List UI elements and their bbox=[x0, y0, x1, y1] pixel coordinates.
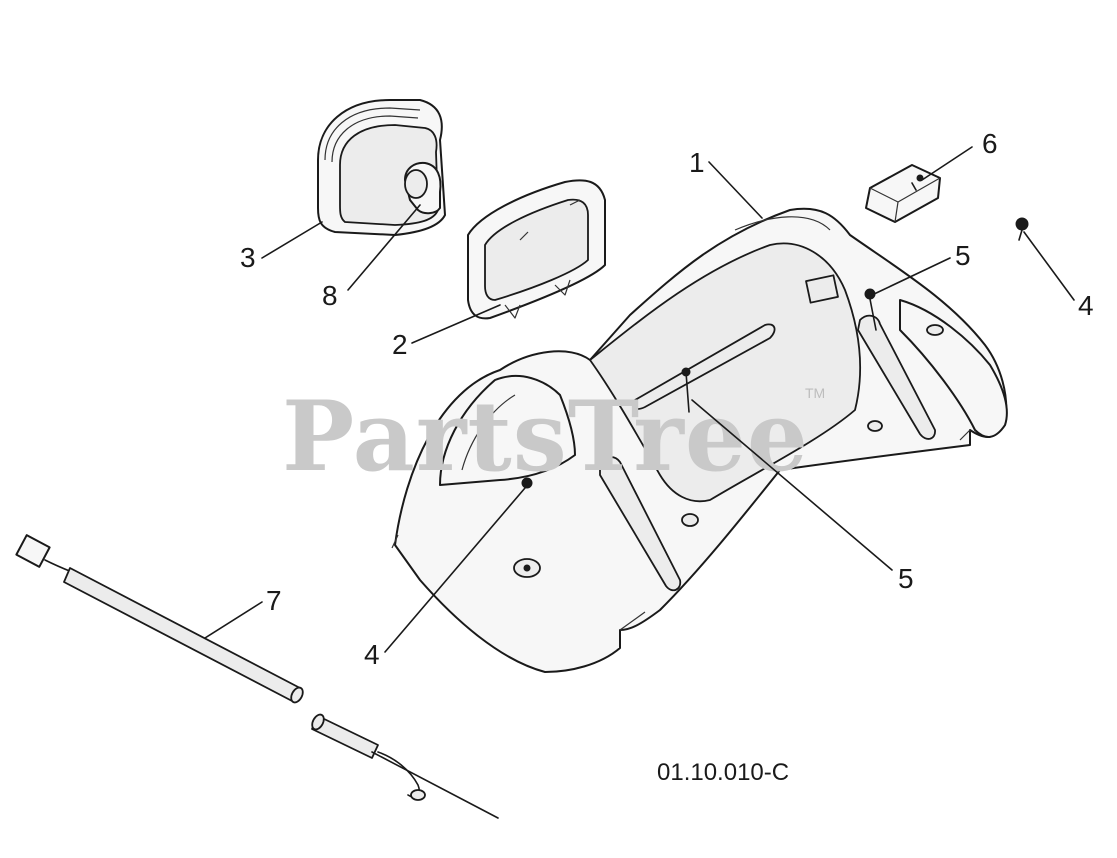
part-bulb[interactable] bbox=[404, 161, 442, 215]
callouts: 1 2 3 4 4 5 5 6 7 8 bbox=[240, 128, 1094, 670]
leader-lines bbox=[204, 146, 1075, 653]
callout-7: 7 bbox=[266, 585, 282, 616]
callout-1: 1 bbox=[689, 147, 705, 178]
callout-3: 3 bbox=[240, 242, 256, 273]
part-harness[interactable] bbox=[15, 534, 499, 819]
figure-code: 01.10.010-C bbox=[657, 759, 789, 786]
part-hood[interactable] bbox=[391, 207, 1008, 673]
callout-4a: 4 bbox=[364, 639, 380, 670]
callout-8: 8 bbox=[322, 280, 338, 311]
callout-5a: 5 bbox=[955, 240, 971, 271]
part-screw-pod[interactable] bbox=[521, 477, 533, 489]
leader-4b bbox=[1023, 231, 1075, 301]
leader-1 bbox=[708, 161, 763, 219]
leader-8 bbox=[347, 204, 421, 291]
leader-3 bbox=[261, 221, 323, 259]
leader-4a bbox=[384, 487, 526, 653]
leader-5b bbox=[691, 399, 893, 571]
callout-5b: 5 bbox=[898, 563, 914, 594]
callout-4b: 4 bbox=[1078, 290, 1094, 321]
part-bezel[interactable] bbox=[467, 179, 606, 320]
leader-6 bbox=[921, 146, 973, 181]
leader-7 bbox=[204, 601, 263, 639]
leader-5a bbox=[871, 257, 951, 296]
part-pin-center[interactable] bbox=[681, 367, 691, 413]
part-screw-right[interactable] bbox=[1015, 217, 1029, 241]
leader-2 bbox=[411, 304, 501, 344]
callout-2: 2 bbox=[392, 329, 408, 360]
watermark-text: PartsTree bbox=[282, 380, 809, 493]
watermark: PartsTree TM bbox=[282, 380, 825, 493]
callout-6: 6 bbox=[982, 128, 998, 159]
part-switch[interactable] bbox=[865, 164, 941, 223]
watermark-trademark: TM bbox=[805, 385, 825, 401]
